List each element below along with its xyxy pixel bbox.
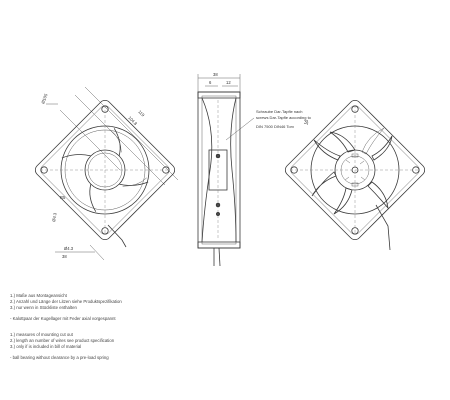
note-en-1: 1.) measures of mounting cut out	[10, 332, 73, 337]
mounting-hole	[162, 166, 170, 174]
note-en-3: 3.) only if is included in bill of mater…	[10, 344, 82, 349]
impeller-blades	[311, 127, 393, 215]
dim-bottom-b: 38	[62, 254, 67, 259]
note-de-extra: - Kalottpaar der Kugellager mit Feder ax…	[10, 316, 116, 321]
rear-frame	[284, 99, 426, 241]
dim-width: 119	[137, 109, 146, 118]
annotation-ref: 3)	[304, 120, 309, 126]
note-de-1: 1.) Maße aus Montageansicht	[10, 293, 67, 298]
note-en-2: 2.) length an number of wires see produc…	[10, 338, 115, 343]
strut	[113, 128, 121, 156]
dim-side-b: 12	[226, 80, 231, 85]
mounting-hole	[101, 227, 109, 235]
dim-bottom-a: Ø4.3	[64, 246, 74, 251]
front-view: Ø105 104.8 119 Ø4.3 R5 Ø4.3 38	[34, 86, 179, 261]
note-de-2: 2.) Anzahl und Länge der Litzen siehe Pr…	[10, 299, 122, 304]
dim-side-a: 6	[209, 80, 212, 85]
annotation-line-2: screws Dar-Tapfle according to	[256, 115, 312, 120]
dim-side-depth: 38	[213, 72, 218, 77]
rear-wire	[375, 204, 391, 251]
venturi-ring	[60, 125, 150, 215]
dim-corner-radius: R5	[60, 195, 66, 200]
dim-hole-diameter: Ø4.3	[51, 212, 58, 222]
note-en-extra: - ball bearing without clearance by a pr…	[10, 355, 109, 360]
mounting-hole	[101, 105, 109, 113]
dim-diameter: Ø105	[40, 92, 48, 104]
side-body	[197, 91, 241, 249]
note-de-3: 3.) nur wenn in Stückliste enthalten	[10, 305, 77, 310]
mounting-hole	[40, 166, 48, 174]
frame-outline	[34, 99, 176, 241]
annotation-line-1: Schraube Dar-Tapfle nach	[256, 109, 302, 114]
side-view: 38 6 12 Schraube Dar-Tapfle nach screws …	[197, 72, 312, 267]
dim-holes-spacing: 104.8	[127, 115, 138, 126]
technical-drawing: Ø105 104.8 119 Ø4.3 R5 Ø4.3 38 38 6 12	[34, 72, 426, 267]
wire-lead	[107, 224, 127, 248]
notes-block: 1.) Maße aus Montageansicht 2.) Anzahl u…	[10, 293, 310, 361]
rear-view	[284, 99, 426, 251]
annotation-line-3: DIN 7500 DIN46 Torx	[256, 124, 294, 129]
